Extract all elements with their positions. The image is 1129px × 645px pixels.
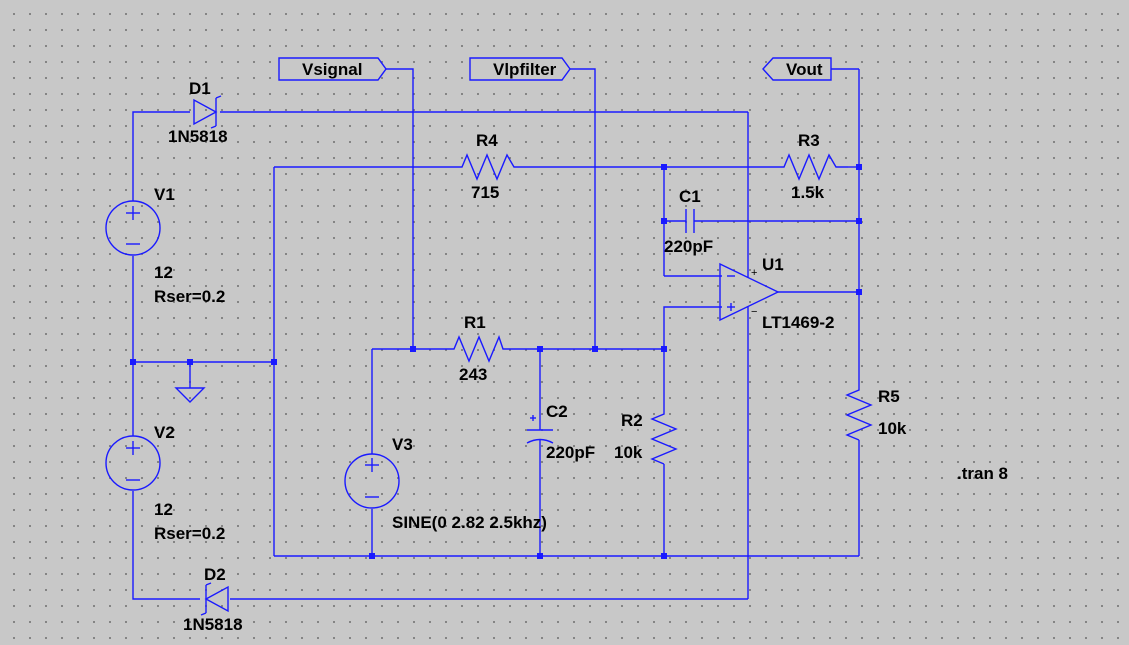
r2-value: 10k: [614, 443, 643, 462]
voltage-source-v2[interactable]: V2 12 Rser=0.2: [105, 423, 225, 543]
diode-d2[interactable]: D2 1N5818: [183, 565, 243, 634]
r3-value: 1.5k: [791, 183, 825, 202]
wires: [132, 68, 860, 600]
v2-value: 12: [154, 500, 173, 519]
ground-icon: [174, 387, 206, 403]
u1-value: LT1469-2: [762, 313, 834, 332]
u1-name: U1: [762, 255, 784, 274]
d1-value: 1N5818: [168, 127, 228, 146]
resistor-r2[interactable]: R2 10k: [614, 408, 678, 465]
capacitor-c2[interactable]: C2 220pF: [526, 402, 595, 462]
svg-text:+: +: [751, 267, 757, 279]
junction-nodes: [130, 164, 862, 559]
svg-text:−: −: [751, 306, 757, 318]
net-label-vout-text: Vout: [786, 60, 823, 79]
c1-name: C1: [679, 187, 701, 206]
r4-name: R4: [476, 131, 498, 150]
v1-value: 12: [154, 263, 173, 282]
v3-value: SINE(0 2.82 2.5khz): [392, 513, 547, 532]
resistor-r5[interactable]: R5 10k: [845, 384, 907, 441]
r2-name: R2: [621, 411, 643, 430]
opamp-u1[interactable]: + − U1 LT1469-2: [719, 255, 834, 332]
voltage-source-v1[interactable]: V1 12 Rser=0.2: [105, 185, 225, 306]
c1-value: 220pF: [664, 237, 713, 256]
r5-name: R5: [878, 387, 900, 406]
capacitor-c1[interactable]: C1 220pF: [664, 187, 713, 256]
net-label-vsignal-text: Vsignal: [302, 60, 362, 79]
spice-directive-tran[interactable]: .tran 8: [957, 464, 1008, 483]
net-label-vlpfilter-text: Vlpfilter: [493, 60, 557, 79]
r1-name: R1: [464, 313, 486, 332]
net-label-vsignal[interactable]: Vsignal: [278, 57, 387, 81]
v2-rser: Rser=0.2: [154, 524, 225, 543]
r5-value: 10k: [878, 419, 907, 438]
voltage-source-v3[interactable]: V3 SINE(0 2.82 2.5khz): [344, 435, 547, 532]
v2-name: V2: [154, 423, 175, 442]
c2-name: C2: [546, 402, 568, 421]
net-label-vlpfilter[interactable]: Vlpfilter: [469, 57, 571, 81]
resistor-r3[interactable]: R3 1.5k: [772, 131, 848, 202]
c2-value: 220pF: [546, 443, 595, 462]
resistor-r4[interactable]: R4 715: [450, 131, 526, 202]
v1-name: V1: [154, 185, 175, 204]
resistor-r1[interactable]: R1 243: [446, 313, 506, 384]
diode-d1[interactable]: D1 1N5818: [168, 79, 228, 146]
v3-name: V3: [392, 435, 413, 454]
d2-value: 1N5818: [183, 615, 243, 634]
v1-rser: Rser=0.2: [154, 287, 225, 306]
r1-value: 243: [459, 365, 487, 384]
d2-name: D2: [204, 565, 226, 584]
r4-value: 715: [471, 183, 499, 202]
net-label-vout[interactable]: Vout: [762, 57, 832, 81]
r3-name: R3: [798, 131, 820, 150]
d1-name: D1: [189, 79, 211, 98]
